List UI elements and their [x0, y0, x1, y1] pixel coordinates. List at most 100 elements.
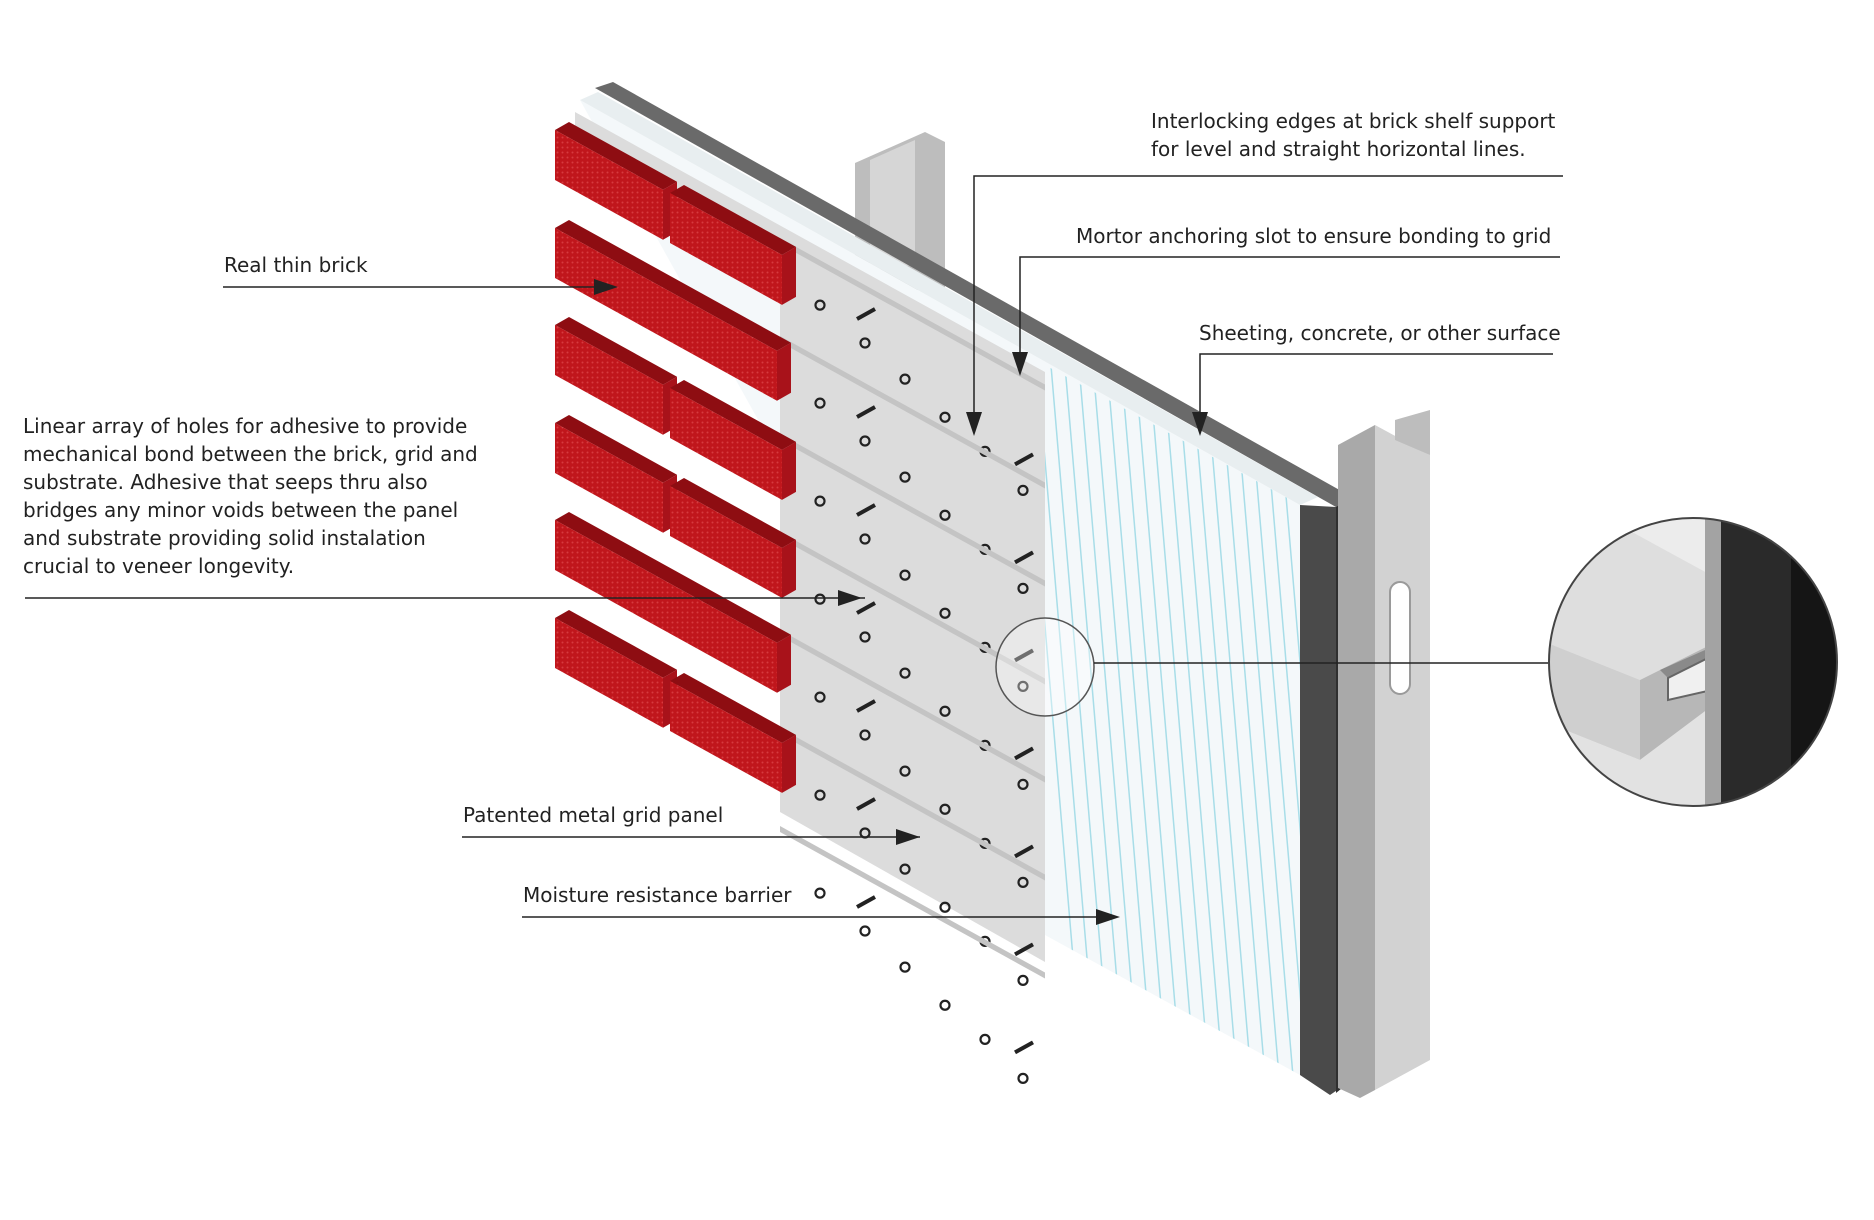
brick-top: [555, 317, 677, 385]
brick-top: [555, 122, 677, 190]
label-mortor-slot: Mortor anchoring slot to ensure bonding …: [1076, 224, 1551, 248]
panel-ridge: [780, 434, 1045, 587]
adhesive-hole: [899, 765, 911, 777]
panel-ridge: [780, 238, 1045, 391]
label-holes-6: crucial to veneer longevity.: [23, 554, 294, 578]
barrier-stripe: [1426, 330, 1491, 1100]
adhesive-hole: [899, 863, 911, 875]
label-grid-panel: Patented metal grid panel: [463, 803, 723, 827]
brick-side: [782, 734, 796, 793]
front-metal-stud: [1338, 410, 1430, 1098]
adhesive-hole: [939, 803, 951, 815]
brick-top: [555, 220, 791, 351]
barrier-stripe: [1187, 365, 1254, 1075]
brick-face: [555, 325, 663, 435]
label-real-thin-brick: Real thin brick: [224, 253, 368, 277]
adhesive-hole: [859, 925, 871, 937]
label-moisture-barrier: Moisture resistance barrier: [523, 883, 792, 907]
label-sheeting: Sheeting, concrete, or other surface: [1199, 321, 1561, 345]
brick-face: [670, 388, 782, 500]
mortar-anchoring-slot: [856, 601, 876, 615]
brick-face: [555, 228, 777, 401]
adhesive-hole: [859, 435, 871, 447]
barrier-stripe: [1131, 365, 1198, 1075]
label-holes-5: and substrate providing solid instalatio…: [23, 526, 426, 550]
stud-knockout-slot: [1389, 581, 1411, 695]
adhesive-hole: [939, 509, 951, 521]
adhesive-hole: [814, 299, 826, 311]
adhesive-hole: [1017, 876, 1029, 888]
mortar-anchoring-slot: [1014, 452, 1034, 467]
adhesive-hole: [814, 397, 826, 409]
adhesive-hole: [814, 691, 826, 703]
barrier-stripe: [1145, 365, 1212, 1075]
metal-grid-panel: [575, 112, 1045, 1084]
mortar-anchoring-slot: [856, 503, 876, 517]
barrier-stripe: [1089, 365, 1156, 1075]
brick-top: [670, 380, 796, 450]
barrier-stripe: [1173, 365, 1240, 1075]
adhesive-hole: [814, 789, 826, 801]
arrowhead-mortor: [1012, 352, 1028, 376]
interlock-detail-inset: [1548, 517, 1838, 807]
mortar-anchoring-slot: [856, 797, 876, 811]
mortar-anchoring-slot: [856, 895, 876, 909]
detail-marker-circle: [995, 617, 1095, 717]
brick-side: [782, 246, 796, 305]
barrier-stripe: [1117, 365, 1184, 1075]
arrowhead-brick: [594, 279, 618, 295]
panel-ridge: [780, 532, 1045, 685]
mortar-anchoring-slot: [1014, 844, 1034, 859]
barrier-stripe: [1075, 365, 1142, 1075]
panel-ridge: [780, 728, 1045, 881]
thin-brick-courses: [555, 122, 796, 793]
leader-mortor: [1019, 256, 1560, 360]
callout-leaders: [25, 175, 1563, 918]
label-interlocking-1: Interlocking edges at brick shelf suppor…: [1151, 109, 1556, 133]
adhesive-hole: [899, 569, 911, 581]
mortar-anchoring-slot: [856, 699, 876, 713]
adhesive-hole: [859, 729, 871, 741]
adhesive-hole: [939, 901, 951, 913]
brick-top: [670, 478, 796, 548]
adhesive-hole: [859, 337, 871, 349]
brick-side: [782, 441, 796, 500]
adhesive-hole: [899, 667, 911, 679]
brick-top: [670, 673, 796, 743]
brick-face: [670, 193, 782, 305]
arrowhead-interlocking: [966, 412, 982, 436]
leader-sheeting: [1199, 353, 1553, 425]
adhesive-hole: [899, 961, 911, 973]
adhesive-hole: [1017, 484, 1029, 496]
mortar-anchoring-slot: [856, 307, 876, 321]
label-holes-1: Linear array of holes for adhesive to pr…: [23, 414, 467, 438]
label-holes-3: substrate. Adhesive that seeps thru also: [23, 470, 428, 494]
arrowhead-holes: [838, 590, 862, 606]
panel-ridge: [780, 336, 1045, 489]
brick-top: [555, 512, 791, 643]
brick-side: [782, 539, 796, 598]
adhesive-hole: [939, 411, 951, 423]
brick-side: [777, 342, 791, 401]
adhesive-hole: [859, 533, 871, 545]
adhesive-hole: [1017, 680, 1029, 692]
brick-face: [555, 423, 663, 533]
barrier-stripe: [1201, 365, 1268, 1075]
adhesive-hole: [1017, 778, 1029, 790]
brick-top: [555, 415, 677, 483]
brick-face: [555, 618, 663, 728]
brick-face: [670, 681, 782, 793]
adhesive-hole: [939, 999, 951, 1011]
label-holes-2: mechanical bond between the brick, grid …: [23, 442, 478, 466]
adhesive-hole: [979, 1033, 991, 1045]
brick-face: [555, 130, 663, 240]
brick-face: [555, 520, 777, 693]
adhesive-hole: [939, 705, 951, 717]
panel-ridge: [780, 630, 1045, 783]
mortar-anchoring-slot: [1014, 1040, 1034, 1055]
mortar-anchoring-slot: [1014, 648, 1034, 663]
arrowhead-moisture: [1096, 909, 1120, 925]
adhesive-hole: [1017, 582, 1029, 594]
adhesive-hole: [814, 593, 826, 605]
